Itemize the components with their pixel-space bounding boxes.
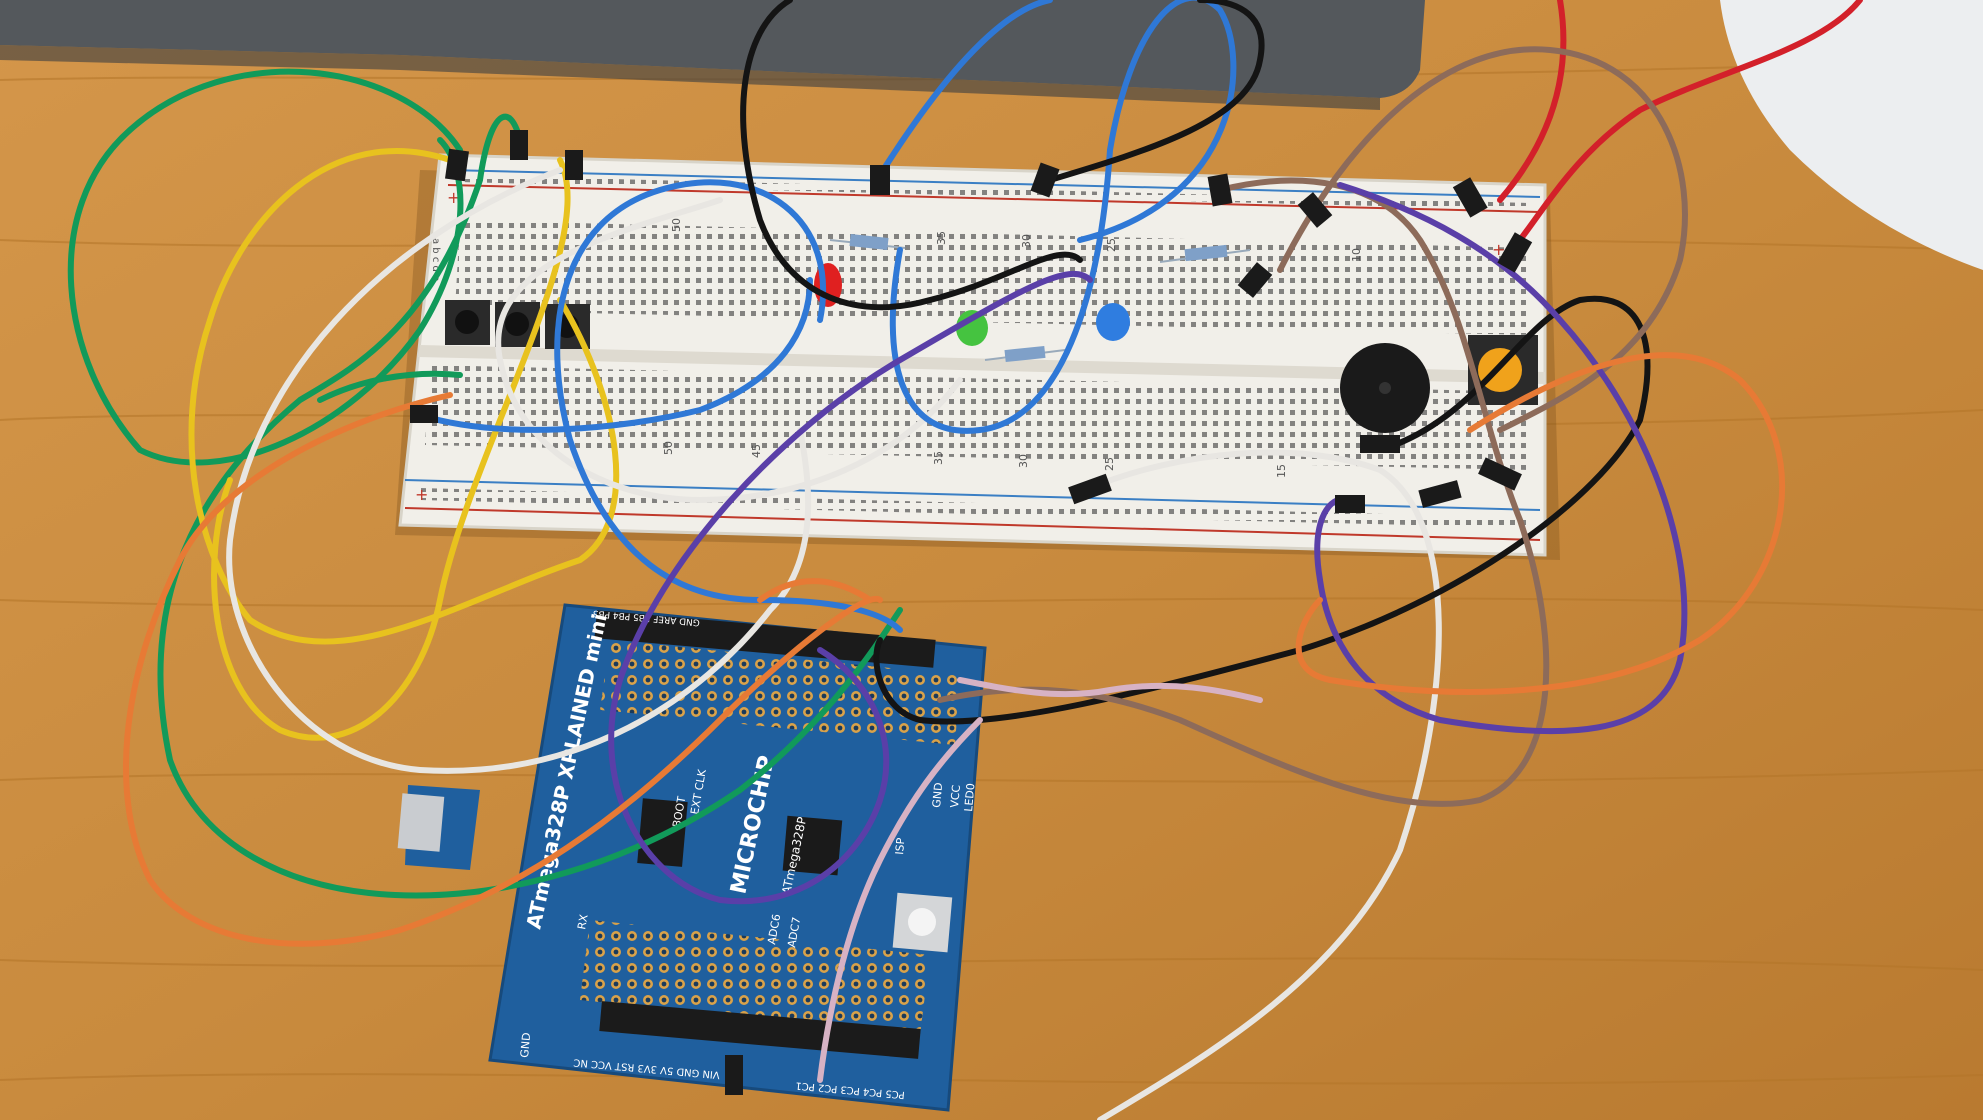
label-isp: ISP [893,837,907,855]
col-45-bottom: 45 [750,444,763,458]
wire-pink-2 [817,717,983,1083]
jumper-ends [410,130,1533,1095]
wire-brown-2 [937,177,1550,807]
wire-orange-1 [123,392,883,947]
col-10-top: 10 [1350,248,1363,262]
wire-red-1 [1497,0,1567,203]
label-gnd-left: GND [518,1032,533,1058]
rail-plus-bottom: + [415,485,428,504]
col-35-bottom: 35 [932,451,945,465]
label-vcc-right: VCC [948,784,963,808]
header-bottom [599,1001,921,1059]
wire-blue-1 [877,0,1053,178]
col-35-top: 35 [935,231,948,245]
wire-blue-3 [554,179,903,633]
wire-green-2 [157,113,903,899]
wire-white-1 [226,167,812,774]
rail-plus-right: + [1492,240,1505,259]
header-top [594,610,936,668]
laptop-edge [0,0,1425,98]
buzzer-hole [1379,382,1391,394]
wire-black-1 [1047,0,1265,183]
usb-connector [397,793,445,852]
wire-blue-2 [889,0,1237,434]
wire-pink-1 [957,677,1263,703]
wire-yellow-1 [188,147,620,645]
wire-yellow-2 [211,157,571,741]
white-plate [1720,0,1983,270]
led-green [956,310,988,346]
label-gnd-right: GND [930,782,945,808]
wire-green-3 [317,370,463,403]
wire-white-2 [495,197,963,504]
wire-black-2 [740,0,1083,311]
atmega-chip [782,815,843,876]
label-boot: BOOT [670,795,688,828]
led-blue [1096,303,1130,341]
jumper-wires [67,0,1863,1120]
wire-green-1 [67,68,464,466]
wire-white-3 [1082,449,1442,1120]
col-50-bottom: 50 [662,441,675,455]
col-50-top: 50 [670,218,683,232]
col-25-bottom: 25 [1103,457,1116,471]
col-30-top: 30 [1020,234,1033,248]
resistors [829,234,1251,363]
label-adc7: ADC7 [785,916,803,948]
rail-plus-top: + [447,188,460,207]
wire-blue-4 [417,277,813,433]
wire-purple-1 [608,270,1093,905]
wire-red-2 [1517,0,1863,243]
row-letters: a b c d e [430,238,441,281]
wire-orange-2 [1295,352,1786,695]
col-15-bottom: 15 [1275,464,1288,478]
label-adc6: ADC6 [765,913,783,945]
push-button-1-cap [455,310,479,334]
push-button-2-cap [505,312,529,336]
reset-button-cap [908,908,936,936]
col-30-bottom: 30 [1017,454,1030,468]
wire-orange-3 [757,578,873,603]
label-rx: RX [575,913,591,931]
label-led0: LED0 [962,783,977,813]
laptop-shadow [0,45,1380,110]
col-25-top: 25 [1105,238,1118,252]
wire-purple-2 [1314,182,1688,735]
